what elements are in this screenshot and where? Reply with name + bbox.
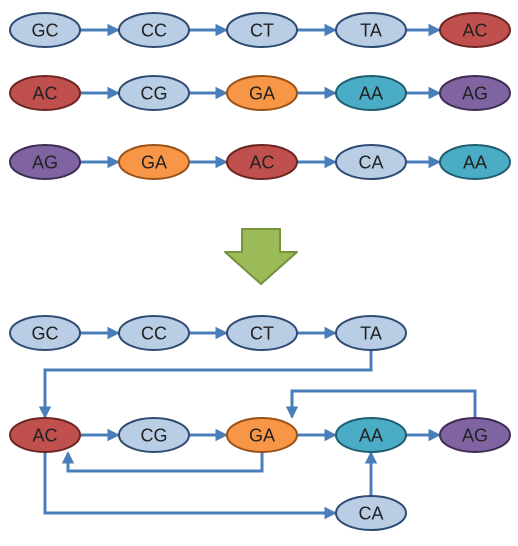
path-1-node-ta-4-shape [335,12,407,48]
merged-node-cg-label: CG [141,426,168,446]
path-2-node-cg-2-label: CG [141,84,168,104]
path-2-node-ag-5-shape [439,75,511,111]
merged-node-aa: AA [335,417,407,453]
path-2-node-ag-5-label: AG [462,84,488,104]
path-2-node-ac-1-shape [9,75,81,111]
path-3-node-ga-2: GA [118,144,190,180]
path-3-node-ac-3-label: AC [249,153,274,173]
path-3-node-ag-1: AG [9,144,81,180]
path-2-node-ga-3-label: GA [249,84,275,104]
path-1-node-gc-1: GC [9,12,81,48]
merged-node-ag-label: AG [462,426,488,446]
path-3-node-ca-4-label: CA [358,153,383,173]
path-3-node-aa-5-label: AA [463,153,487,173]
merged-node-ct-shape [226,315,298,351]
merged-node-ca: CA [335,495,407,531]
merged-node-cc-label: CC [141,324,167,344]
merged-node-ca-shape [335,495,407,531]
path-3-node-ag-1-shape [9,144,81,180]
merged-node-ac: AC [9,417,81,453]
merged-node-aa-shape [335,417,407,453]
merged-node-ga: GA [226,417,298,453]
path-1-node-ac-5: AC [439,12,511,48]
path-1-node-cc-2-shape [118,12,190,48]
nodes-layer: GC CC CT TA AC AC CG GA AA AG AG GA AC CA AA GC CC CT TA AC… [9,12,511,531]
merged-edge-ta-ac [38,350,373,419]
merged-node-gc-shape [9,315,81,351]
down-arrow-icon [224,228,298,285]
path-1-node-cc-2-label: CC [141,21,167,41]
merged-edge-ac-ca [43,452,337,520]
merged-node-cg: CG [118,417,190,453]
path-2-node-cg-2-shape [118,75,190,111]
path-1-node-ct-3: CT [226,12,298,48]
path-3-node-aa-5: AA [439,144,511,180]
path-1-node-ac-5-shape [439,12,511,48]
path-3-node-aa-5-shape [439,144,511,180]
merged-node-ct: CT [226,315,298,351]
merged-node-ga-label: GA [249,426,275,446]
path-2-node-ag-5: AG [439,75,511,111]
path-2-node-aa-4-shape [335,75,407,111]
merged-node-ga-shape [226,417,298,453]
path-2-node-ac-1-label: AC [32,84,57,104]
merged-node-cc: CC [118,315,190,351]
merged-node-ta: TA [335,315,407,351]
merged-node-cg-shape [118,417,190,453]
path-3-node-ga-2-label: GA [141,153,167,173]
path-1-node-gc-1-label: GC [32,21,59,41]
merged-edge-ag-ga [285,389,477,419]
merged-node-ca-label: CA [358,504,383,524]
path-1-node-ct-3-shape [226,12,298,48]
merged-node-gc-label: GC [32,324,59,344]
merged-node-ac-shape [9,417,81,453]
merged-node-ag: AG [439,417,511,453]
path-2-node-aa-4-label: AA [359,84,383,104]
path-3-node-ga-2-shape [118,144,190,180]
path-3-node-ca-4-shape [335,144,407,180]
path-3-node-ac-3: AC [226,144,298,180]
path-3-node-ca-4: CA [335,144,407,180]
merged-node-aa-label: AA [359,426,383,446]
path-2-node-aa-4: AA [335,75,407,111]
path-3-node-ac-3-shape [226,144,298,180]
merged-node-ta-shape [335,315,407,351]
merged-node-ac-label: AC [32,426,57,446]
merged-edge-ga-ac [61,451,264,473]
path-1-node-ta-4: TA [335,12,407,48]
path-3-node-ag-1-label: AG [32,153,58,173]
merged-node-ct-label: CT [250,324,274,344]
merged-node-cc-shape [118,315,190,351]
path-1-node-cc-2: CC [118,12,190,48]
path-1-node-ac-5-label: AC [462,21,487,41]
path-2-node-cg-2: CG [118,75,190,111]
path-2-node-ga-3-shape [226,75,298,111]
merged-node-gc: GC [9,315,81,351]
merged-node-ag-shape [439,417,511,453]
path-1-node-gc-1-shape [9,12,81,48]
path-2-node-ac-1: AC [9,75,81,111]
path-2-node-ga-3: GA [226,75,298,111]
edges-layer [38,23,477,520]
merged-node-ta-label: TA [360,324,382,344]
path-1-node-ct-3-label: CT [250,21,274,41]
path-1-node-ta-4-label: TA [360,21,382,41]
